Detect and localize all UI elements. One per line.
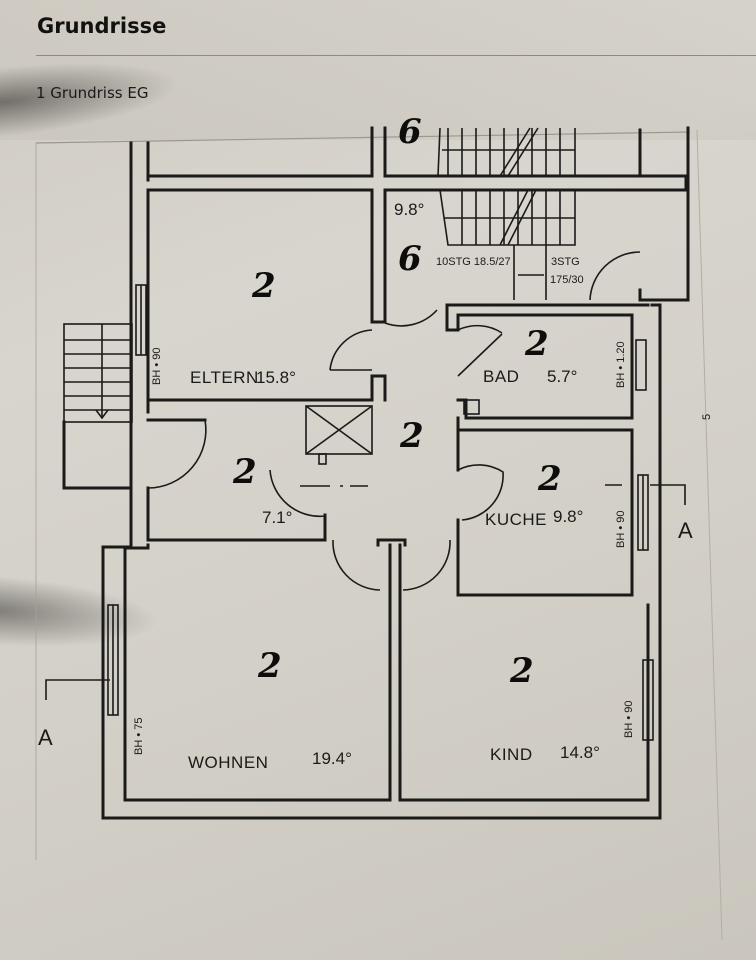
margin-note: 5 [701, 414, 713, 420]
window-note-kind: BH • 90 [623, 701, 635, 738]
room-label-kueche: KUCHE [485, 510, 547, 529]
room-label-wohnen: WOHNEN [188, 753, 268, 772]
handwritten-mark-kind: 2 [509, 651, 534, 691]
door-swing-bad [457, 324, 503, 334]
room-label-bad: BAD [483, 367, 519, 386]
door-swing-small-room [269, 469, 326, 518]
handwritten-mark-eltern: 2 [251, 266, 276, 306]
room-area-bad: 5.7° [547, 367, 577, 386]
door-swing-kueche [457, 464, 504, 521]
section-marker-left: A [38, 725, 53, 750]
handwritten-mark-top: 6 [398, 112, 422, 152]
entrance-steps [62, 323, 133, 490]
section-subtitle: 1 Grundriss EG [36, 84, 149, 102]
room-small [146, 398, 327, 542]
door-swing-stairwell [384, 309, 438, 327]
room-area-kind: 14.8° [560, 743, 600, 762]
handwritten-mark-small-room: 2 [232, 452, 257, 492]
heading-divider [36, 55, 756, 56]
window-note-eltern: BH • 90 [151, 348, 163, 385]
room-area-stairwell: 9.8° [394, 200, 424, 219]
page-title: Grundrisse [37, 14, 167, 38]
shaft [463, 399, 480, 415]
section-line [45, 484, 686, 700]
window-note-wohnen: BH • 75 [133, 718, 145, 755]
exterior-walls [101, 141, 662, 820]
staircase [437, 127, 641, 301]
handwritten-mark-bad: 2 [524, 324, 549, 364]
hall-closet [305, 405, 373, 465]
room-area-wohnen: 19.4° [312, 749, 352, 768]
hall-doors [329, 309, 451, 591]
room-eltern [135, 188, 387, 402]
room-label-kind: KIND [490, 745, 533, 764]
entry-door-swing [147, 419, 207, 489]
room-area-kueche: 9.8° [553, 507, 583, 526]
handwritten-mark-wohnen: 2 [257, 646, 282, 686]
handwritten-mark-stairwell: 6 [398, 239, 422, 279]
section-marker-right: A [678, 518, 693, 543]
room-bad [445, 303, 647, 420]
room-label-eltern: ELTERN [190, 368, 259, 387]
room-area-eltern: 15.8° [256, 368, 296, 387]
window-bad [635, 339, 647, 391]
window-note-kueche: BH • 90 [615, 511, 627, 548]
room-area-small: 7.1° [262, 508, 292, 527]
sheet-edge [696, 129, 723, 941]
window-note-bad: BH • 1.20 [615, 341, 627, 388]
door-swing-kind [402, 539, 451, 591]
door-swing-stair-exit [589, 251, 641, 301]
stairwell-walls [146, 126, 690, 324]
handwritten-mark-hall: 2 [399, 416, 424, 456]
door-swing-eltern [329, 329, 373, 371]
stair-note-ratio: 175/30 [550, 274, 584, 286]
room-kueche [456, 416, 649, 597]
stair-note-steps: 3STG [551, 256, 580, 268]
door-swing-wohnen [332, 539, 381, 591]
stair-note-main: 10STG 18.5/27 [436, 256, 511, 268]
sheet-edge [35, 131, 691, 144]
handwritten-mark-kueche: 2 [537, 459, 562, 499]
